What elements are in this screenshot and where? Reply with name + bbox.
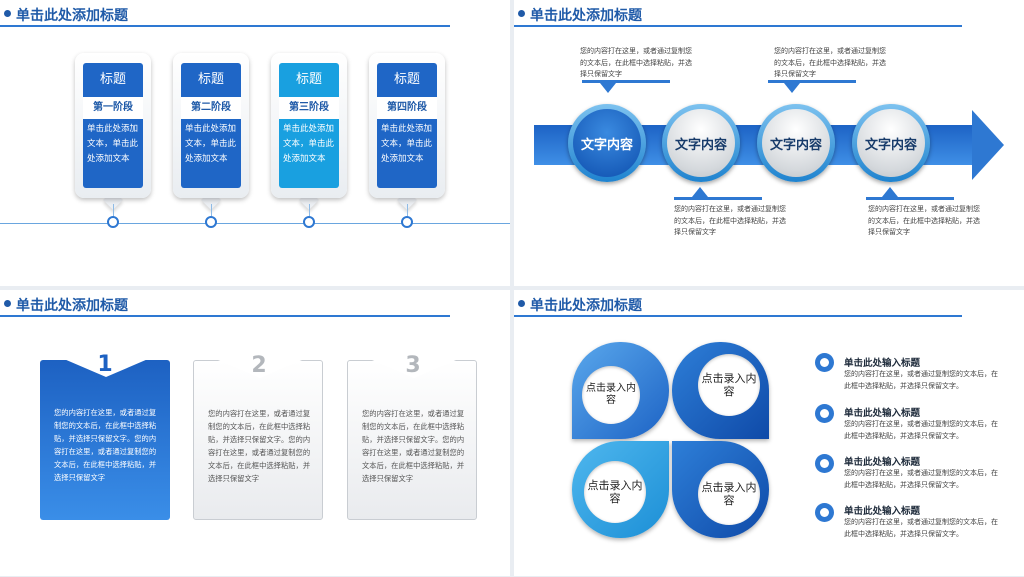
callout-bar bbox=[768, 80, 856, 83]
card-number: 3 bbox=[405, 353, 421, 378]
numbered-card-2[interactable]: 2 您的内容打在这里，或者通过复制您的文本后，在此框中选择粘贴，并选择只保留文字… bbox=[193, 353, 323, 520]
callout-pointer bbox=[882, 187, 898, 197]
title-bullet bbox=[518, 300, 525, 307]
callout-text[interactable]: 您的内容打在这里，或者通过复制您的文本后，在此框中选择粘贴，并选择只保留文字 bbox=[580, 47, 692, 78]
list-item-desc[interactable]: 您的内容打在这里，或者通过复制您的文本后，在此框中选择粘贴，并选择只保留文字。 bbox=[844, 370, 998, 390]
slide-title[interactable]: 单击此处添加标题 bbox=[530, 8, 642, 24]
stage-card-2[interactable]: 标题 第二阶段 单击此处添加文本，单击此处添加文本 bbox=[173, 53, 249, 198]
stage-stem bbox=[407, 204, 408, 216]
stage-head: 标题 bbox=[83, 63, 143, 97]
quadrant-petal-1[interactable]: 点击录入内容 bbox=[572, 342, 669, 439]
slide-process-arrow[interactable]: 单击此处添加标题 您的内容打在这里，或者通过复制您的文本后，在此框中选择粘贴，并… bbox=[514, 0, 1024, 286]
timeline-node bbox=[107, 216, 119, 228]
stage-text: 单击此处添加文本，单击此处添加文本 bbox=[181, 119, 241, 188]
stage-head: 标题 bbox=[279, 63, 339, 97]
process-circle-1[interactable]: 文字内容 bbox=[568, 104, 646, 182]
quadrant-petal-4[interactable]: 点击录入内容 bbox=[672, 441, 769, 538]
stage-text: 单击此处添加文本，单击此处添加文本 bbox=[377, 119, 437, 188]
slide-quadrant-list[interactable]: 单击此处添加标题 点击录入内容 点击录入内容 点击录入内容 点击录入内容 单击此… bbox=[514, 290, 1024, 576]
bullet-circle-icon bbox=[815, 454, 834, 473]
callout-text[interactable]: 您的内容打在这里，或者通过复制您的文本后，在此框中选择粘贴，并选择只保留文字 bbox=[674, 205, 786, 236]
callout-pointer bbox=[784, 83, 800, 93]
numbered-card-1[interactable]: 1 您的内容打在这里，或者通过复制您的文本后，在此框中选择粘贴，并选择只保留文字… bbox=[40, 352, 170, 520]
stage-stem bbox=[211, 204, 212, 216]
petal-label: 点击录入内容 bbox=[582, 366, 640, 424]
process-circle-4[interactable]: 文字内容 bbox=[852, 104, 930, 182]
stage-stem bbox=[309, 204, 310, 216]
timeline-node bbox=[401, 216, 413, 228]
bullet-circle-icon bbox=[815, 503, 834, 522]
callout-bar bbox=[866, 197, 954, 200]
title-underline bbox=[0, 25, 450, 27]
title-underline bbox=[0, 315, 450, 317]
quadrant-petal-3[interactable]: 点击录入内容 bbox=[572, 441, 669, 538]
callout-bar bbox=[582, 80, 670, 83]
slide-stages[interactable]: 单击此处添加标题 标题 第一阶段 单击此处添加文本，单击此处添加文本 标题 第二… bbox=[0, 0, 510, 286]
title-bullet bbox=[4, 300, 11, 307]
stage-label: 第四阶段 bbox=[377, 97, 437, 119]
stage-card-1[interactable]: 标题 第一阶段 单击此处添加文本，单击此处添加文本 bbox=[75, 53, 151, 198]
circle-label: 文字内容 bbox=[573, 109, 641, 177]
circle-label: 文字内容 bbox=[857, 109, 925, 177]
slide-title[interactable]: 单击此处添加标题 bbox=[530, 298, 642, 314]
stage-text: 单击此处添加文本，单击此处添加文本 bbox=[83, 119, 143, 188]
timeline-node bbox=[303, 216, 315, 228]
petal-label: 点击录入内容 bbox=[584, 461, 646, 523]
process-circle-3[interactable]: 文字内容 bbox=[757, 104, 835, 182]
list-item-title[interactable]: 单击此处输入标题 bbox=[844, 457, 921, 468]
bullet-circle-icon bbox=[815, 353, 834, 372]
card-notch bbox=[372, 360, 456, 378]
circle-label: 文字内容 bbox=[762, 109, 830, 177]
stage-label: 第一阶段 bbox=[83, 97, 143, 119]
card-text: 您的内容打在这里，或者通过复制您的文本后，在此框中选择粘贴，并选择只保留文字。您… bbox=[362, 409, 465, 483]
stage-head: 标题 bbox=[181, 63, 241, 97]
stage-stem bbox=[113, 204, 114, 216]
title-bullet bbox=[4, 10, 11, 17]
callout-bar bbox=[674, 197, 762, 200]
list-item-desc[interactable]: 您的内容打在这里，或者通过复制您的文本后，在此框中选择粘贴，并选择只保留文字。 bbox=[844, 469, 998, 489]
card-text: 您的内容打在这里，或者通过复制您的文本后，在此框中选择粘贴，并选择只保留文字。您… bbox=[54, 408, 157, 482]
circle-label: 文字内容 bbox=[667, 109, 735, 177]
callout-text[interactable]: 您的内容打在这里，或者通过复制您的文本后，在此框中选择粘贴，并选择只保留文字 bbox=[774, 47, 886, 78]
card-notch bbox=[218, 360, 302, 378]
stage-card-4[interactable]: 标题 第四阶段 单击此处添加文本，单击此处添加文本 bbox=[369, 53, 445, 198]
stage-label: 第三阶段 bbox=[279, 97, 339, 119]
process-circle-2[interactable]: 文字内容 bbox=[662, 104, 740, 182]
stage-card-3[interactable]: 标题 第三阶段 单击此处添加文本，单击此处添加文本 bbox=[271, 53, 347, 198]
title-underline bbox=[514, 315, 962, 317]
list-item-title[interactable]: 单击此处输入标题 bbox=[844, 358, 921, 369]
list-item-title[interactable]: 单击此处输入标题 bbox=[844, 506, 921, 517]
title-underline bbox=[514, 25, 962, 27]
card-text: 您的内容打在这里，或者通过复制您的文本后，在此框中选择粘贴，并选择只保留文字。您… bbox=[208, 409, 311, 483]
slide-numbered-cards[interactable]: 单击此处添加标题 1 您的内容打在这里，或者通过复制您的文本后，在此框中选择粘贴… bbox=[0, 290, 510, 576]
timeline-axis bbox=[0, 223, 510, 224]
list-item-desc[interactable]: 您的内容打在这里，或者通过复制您的文本后，在此框中选择粘贴，并选择只保留文字。 bbox=[844, 420, 998, 440]
timeline-node bbox=[205, 216, 217, 228]
card-number: 1 bbox=[97, 352, 113, 377]
callout-text[interactable]: 您的内容打在这里，或者通过复制您的文本后，在此框中选择粘贴，并选择只保留文字 bbox=[868, 205, 980, 236]
list-item-title[interactable]: 单击此处输入标题 bbox=[844, 408, 921, 419]
arrow-head-icon bbox=[972, 110, 1004, 180]
slide-title[interactable]: 单击此处添加标题 bbox=[16, 298, 128, 314]
stage-head: 标题 bbox=[377, 63, 437, 97]
title-bullet bbox=[518, 10, 525, 17]
slide-title[interactable]: 单击此处添加标题 bbox=[16, 8, 128, 24]
list-item-desc[interactable]: 您的内容打在这里，或者通过复制您的文本后，在此框中选择粘贴，并选择只保留文字。 bbox=[844, 518, 998, 538]
bullet-circle-icon bbox=[815, 404, 834, 423]
petal-label: 点击录入内容 bbox=[698, 354, 760, 416]
card-number: 2 bbox=[251, 353, 267, 378]
petal-label: 点击录入内容 bbox=[698, 463, 760, 525]
callout-pointer bbox=[600, 83, 616, 93]
card-notch bbox=[64, 359, 148, 377]
callout-pointer bbox=[692, 187, 708, 197]
stage-text: 单击此处添加文本，单击此处添加文本 bbox=[279, 119, 339, 188]
stage-label: 第二阶段 bbox=[181, 97, 241, 119]
quadrant-petal-2[interactable]: 点击录入内容 bbox=[672, 342, 769, 439]
numbered-card-3[interactable]: 3 您的内容打在这里，或者通过复制您的文本后，在此框中选择粘贴，并选择只保留文字… bbox=[347, 353, 477, 520]
